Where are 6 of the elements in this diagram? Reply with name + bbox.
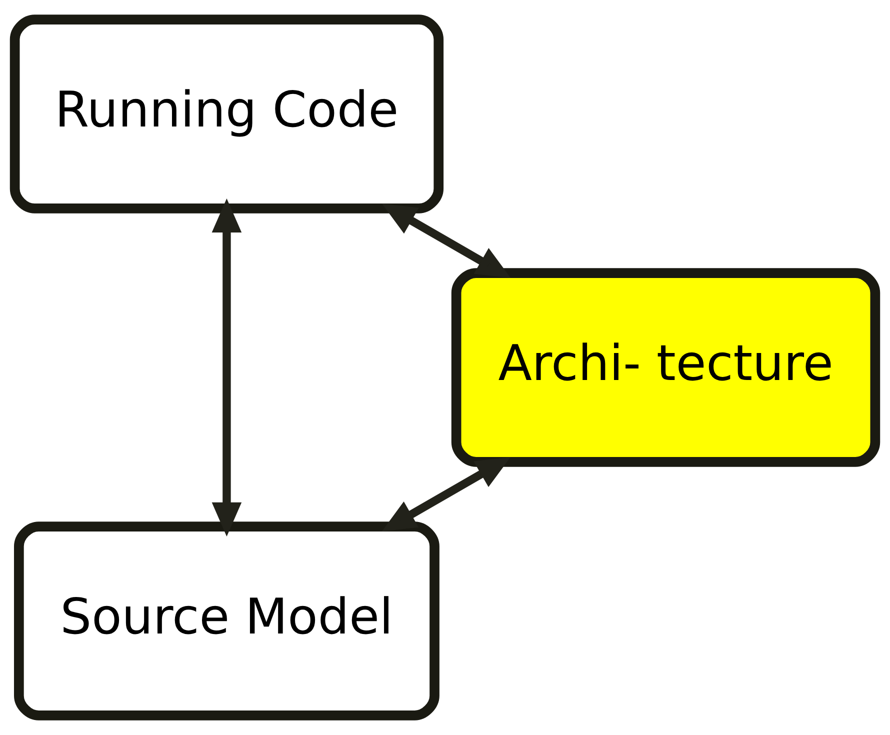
node-box: Running Code: [10, 14, 444, 214]
arrow: [382, 457, 511, 532]
node-box: Archi- tecture: [451, 268, 880, 467]
arrow: [212, 198, 242, 536]
arrow: [382, 204, 511, 278]
node-box: Source Model: [14, 522, 440, 720]
